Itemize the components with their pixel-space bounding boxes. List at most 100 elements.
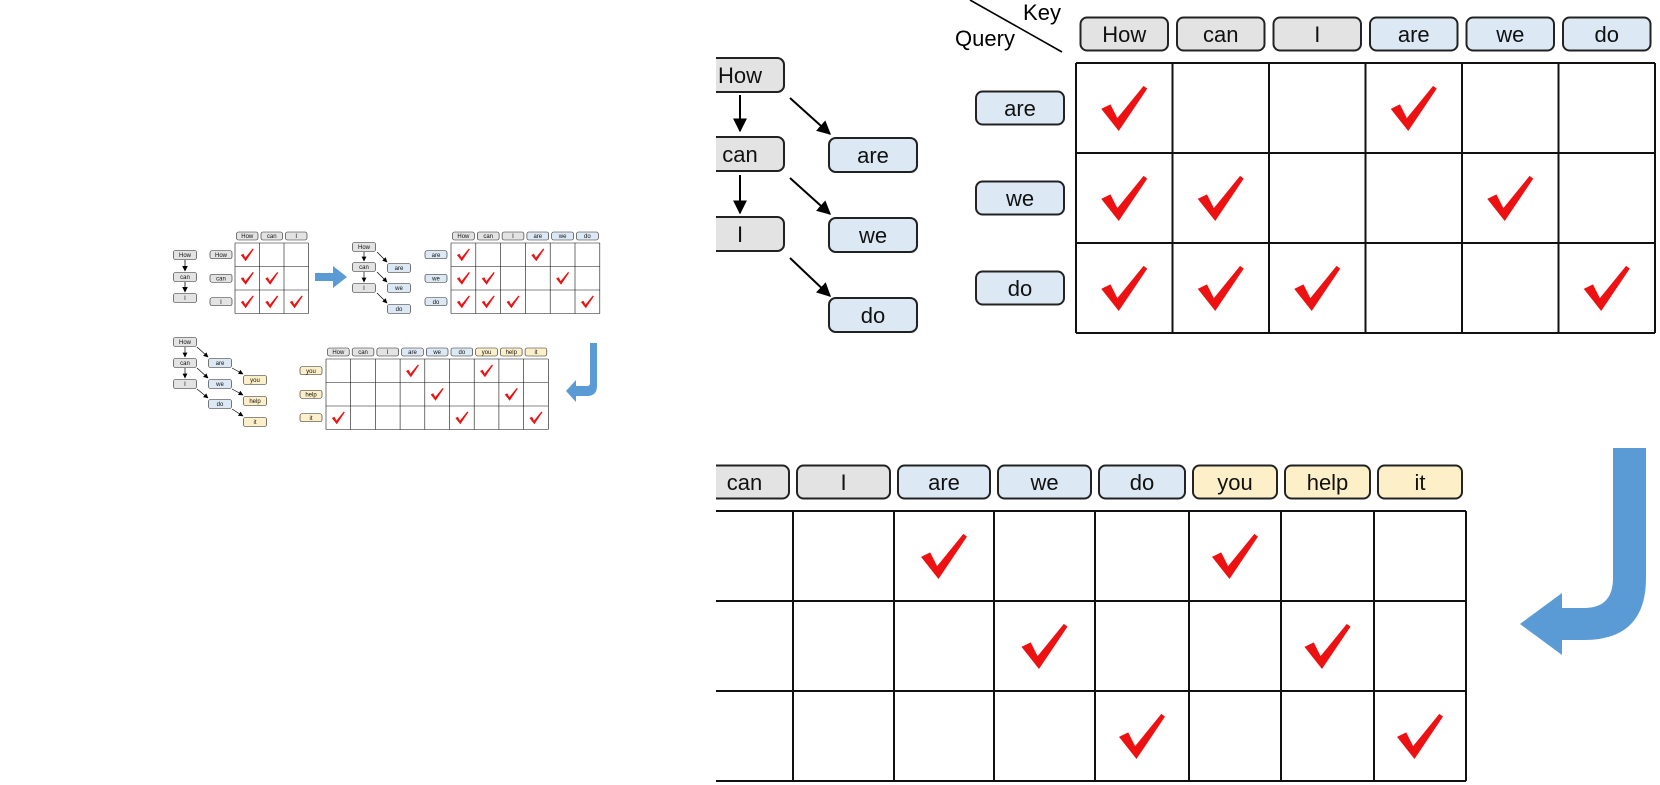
tree-token: can: [716, 135, 786, 173]
token-label: I: [387, 350, 389, 356]
tree-edge-arrow: [231, 408, 244, 417]
stage2-attention-matrix: [1075, 62, 1656, 334]
thumb-stage1-checks: [240, 248, 303, 309]
token-rect: [716, 215, 786, 253]
token-label: do: [433, 300, 440, 306]
token-rect: [209, 250, 233, 260]
key-token: I: [1272, 16, 1362, 52]
key-token: How: [327, 347, 350, 357]
tree-token: we: [208, 379, 232, 389]
key-token: are: [401, 347, 424, 357]
key-token: help: [500, 347, 523, 357]
token-rect: [1369, 16, 1459, 52]
token-rect: [716, 56, 786, 94]
token-label: are: [1398, 22, 1430, 47]
token-label: How: [718, 63, 762, 88]
token-rect: [243, 417, 267, 427]
token-rect: [299, 413, 323, 423]
tree-edge-arrow: [231, 388, 244, 396]
token-label: do: [396, 307, 403, 313]
token-rect: [524, 347, 548, 357]
tree-token: I: [352, 283, 376, 293]
check-mark-icon: [331, 411, 345, 425]
token-rect: [209, 273, 233, 283]
key-token: it: [1377, 464, 1463, 500]
token-label: do: [584, 234, 591, 240]
token-label: we: [1495, 22, 1524, 47]
check-mark-icon: [481, 295, 495, 309]
key-token: you: [1192, 464, 1278, 500]
token-rect: [450, 347, 474, 357]
query-token: help: [299, 389, 323, 399]
tree-token: can: [173, 272, 197, 282]
token-label: are: [857, 143, 889, 168]
check-mark-icon: [265, 295, 279, 309]
query-token: it: [299, 413, 323, 423]
check-mark-icon: [240, 272, 254, 285]
token-rect: [299, 366, 323, 376]
check-mark-icon: [289, 295, 303, 309]
token-rect: [975, 180, 1065, 216]
token-rect: [897, 464, 991, 500]
check-mark-icon: [455, 411, 469, 425]
token-label: do: [861, 303, 885, 328]
check-mark-icon: [529, 411, 543, 425]
check-mark-icon: [1294, 265, 1341, 311]
key-token: we: [997, 464, 1092, 500]
tree-token: How: [173, 337, 197, 347]
tree-token: How: [716, 56, 786, 94]
check-mark-icon: [456, 272, 470, 285]
tree-token: we: [387, 283, 411, 293]
tree-token: How: [352, 242, 376, 252]
token-rect: [236, 231, 259, 241]
tree-edge-arrow: [231, 367, 244, 375]
token-label: can: [359, 265, 369, 271]
token-label: I: [184, 382, 186, 388]
tree-token: I: [716, 215, 786, 253]
token-rect: [975, 270, 1065, 306]
token-label: I: [220, 300, 222, 306]
key-token: are: [1369, 16, 1459, 52]
token-rect: [1284, 464, 1371, 500]
check-mark-icon: [480, 364, 494, 378]
token-rect: [424, 250, 448, 260]
token-label: How: [215, 253, 228, 259]
token-rect: [327, 347, 350, 357]
key-token: I: [501, 231, 525, 241]
token-rect: [376, 347, 399, 357]
return-arrow-icon: [1520, 448, 1646, 655]
tree-token: can: [352, 262, 376, 272]
tree-token: we: [827, 216, 919, 254]
check-mark-icon: [405, 364, 419, 378]
tree-edge-arrow: [196, 367, 209, 379]
token-label: do: [217, 402, 224, 408]
token-rect: [173, 337, 197, 347]
key-token: do: [450, 347, 474, 357]
query-token: we: [424, 273, 448, 283]
return-arrow-icon: [566, 343, 597, 402]
tree-token: are: [208, 358, 232, 368]
token-rect: [475, 347, 498, 357]
tree-token: are: [827, 136, 919, 174]
token-label: are: [395, 266, 404, 272]
token-rect: [975, 90, 1065, 126]
tree-token: I: [173, 379, 197, 389]
token-label: help: [506, 350, 518, 356]
key-token: you: [475, 347, 498, 357]
token-rect: [260, 231, 283, 241]
stage2-check-marks: [1101, 85, 1630, 311]
tree-edge-arrow: [196, 346, 209, 358]
token-label: help: [249, 399, 261, 405]
key-token: can: [1176, 16, 1266, 52]
tree-edge-arrow: [376, 251, 388, 263]
check-mark-icon: [1197, 175, 1244, 221]
token-rect: [208, 358, 232, 368]
